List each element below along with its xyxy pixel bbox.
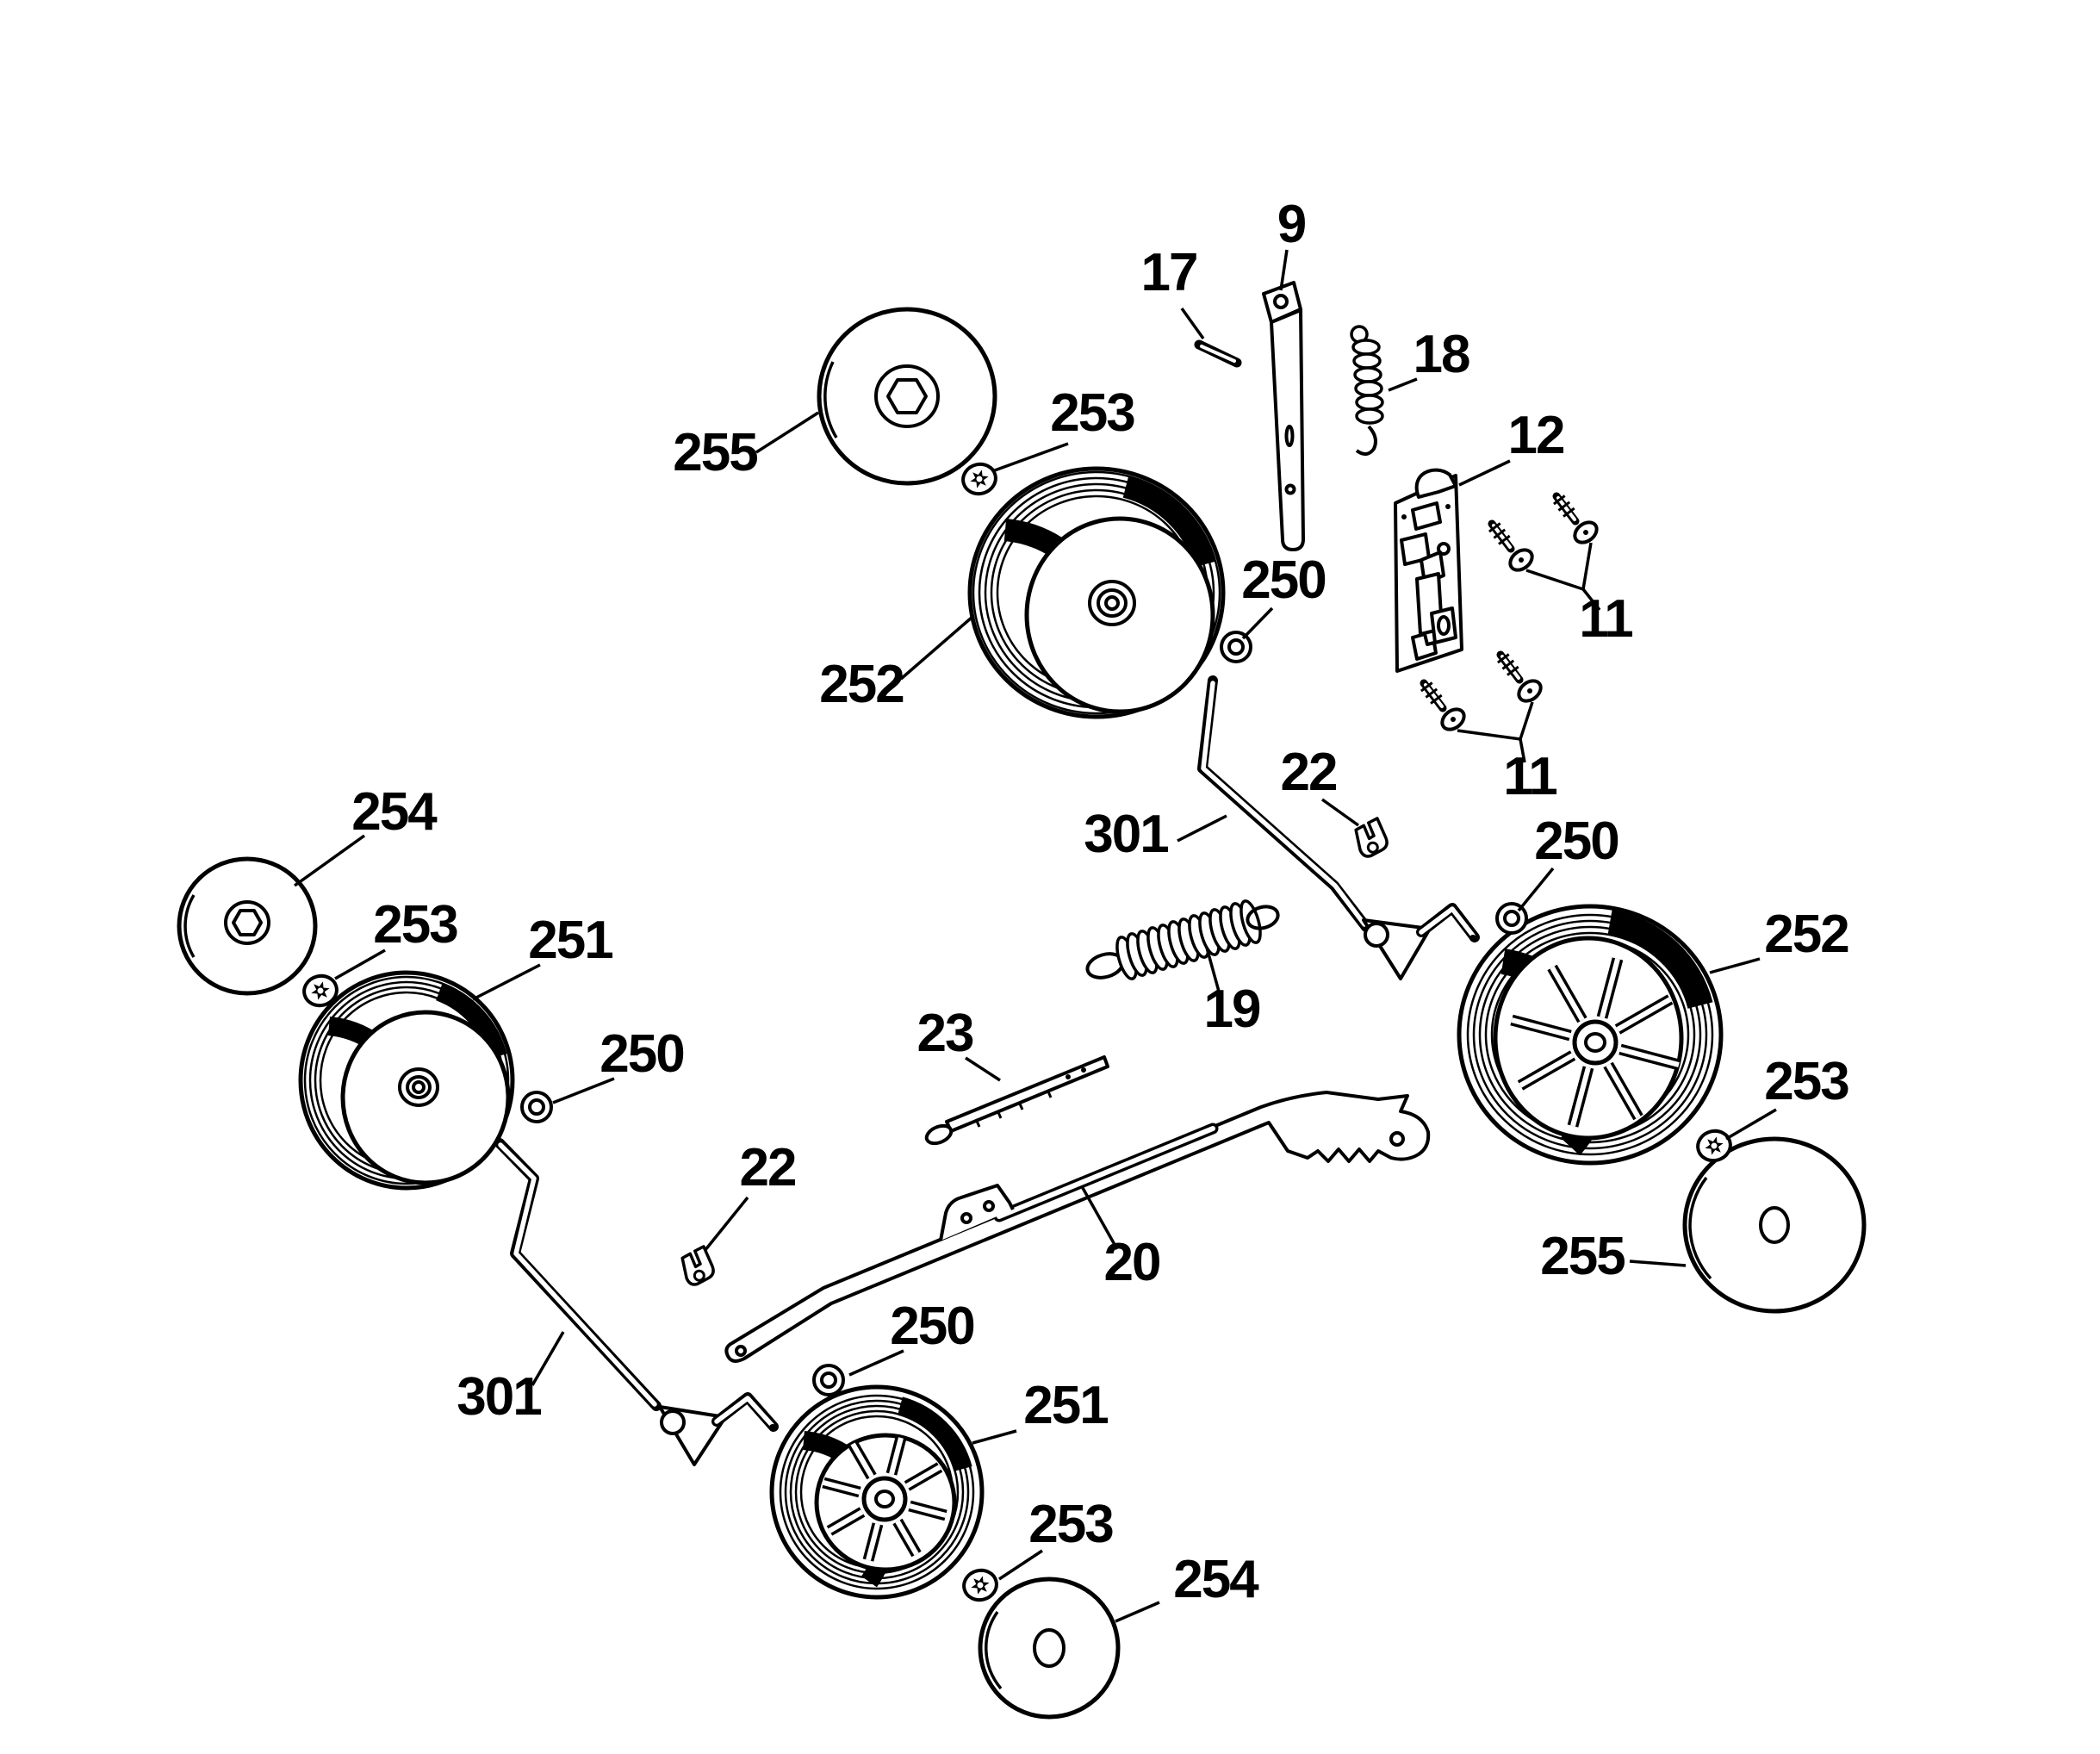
pin-17 — [1194, 339, 1242, 368]
callout-11-bottom: 11 — [1503, 747, 1556, 806]
callout-251-bottom: 251 — [1023, 1376, 1108, 1435]
wheel-252-right — [1457, 904, 1724, 1166]
screw-11-a — [1489, 524, 1536, 575]
callout-301-top: 301 — [1084, 805, 1168, 864]
callout-9: 9 — [1277, 195, 1306, 254]
callout-253-left: 253 — [373, 895, 457, 955]
callout-251-left: 251 — [528, 911, 612, 970]
extension-spring-19 — [1085, 899, 1280, 980]
callout-255-right: 255 — [1540, 1227, 1625, 1286]
screw-11-c — [1421, 683, 1468, 734]
axle-rod-301-top — [1197, 675, 1480, 980]
leader-lines — [293, 249, 1777, 1623]
callout-22-right: 22 — [1281, 743, 1337, 802]
washer-250-left — [520, 1091, 553, 1123]
callout-255-top: 255 — [673, 423, 757, 482]
callout-252-right: 252 — [1764, 905, 1848, 964]
index-bar-23 — [924, 1055, 1109, 1146]
cable-clip-22-left — [679, 1244, 718, 1288]
callout-253-top: 253 — [1050, 383, 1134, 443]
callout-250-left: 250 — [600, 1024, 683, 1084]
bracket-bar-9 — [1262, 281, 1305, 551]
callout-23: 23 — [917, 1004, 973, 1063]
spring-18 — [1350, 325, 1384, 456]
callout-254-left: 254 — [351, 782, 438, 842]
callout-250-bottom: 250 — [890, 1297, 973, 1356]
callout-254-bottom: 254 — [1173, 1550, 1259, 1609]
hubcap-255-top — [817, 307, 997, 486]
callout-250-top: 250 — [1241, 550, 1325, 610]
hubcap-254-left — [177, 856, 318, 996]
callout-253-right: 253 — [1764, 1052, 1848, 1111]
wheel-252-top — [967, 466, 1226, 719]
lever-arm-20 — [724, 1091, 1431, 1363]
washer-250-bottom — [812, 1364, 845, 1396]
cable-clip-22-right — [1352, 816, 1391, 860]
bracket-plate-12 — [1394, 468, 1463, 673]
callout-22-left: 22 — [740, 1138, 796, 1197]
callout-11-top: 11 — [1579, 589, 1632, 649]
callout-301-bottom: 301 — [457, 1367, 541, 1427]
spokes — [1510, 957, 1681, 1128]
screw-11-b — [1554, 496, 1600, 547]
callout-17: 17 — [1141, 243, 1197, 302]
callout-labels: 9 17 18 255 253 12 252 250 11 11 22 301 … — [351, 195, 1850, 1609]
lockwasher-253-top — [958, 458, 1001, 500]
hubcap-255-right — [1682, 1136, 1867, 1314]
callout-250-right: 250 — [1534, 812, 1618, 871]
callout-252-top: 252 — [819, 655, 903, 714]
callout-20: 20 — [1104, 1233, 1160, 1292]
axle-rod-301-bottom — [494, 1138, 779, 1466]
callout-18: 18 — [1413, 325, 1469, 384]
wheel-251-left — [298, 970, 515, 1191]
callout-12: 12 — [1508, 406, 1564, 465]
washer-250-top — [1220, 631, 1252, 663]
screw-11-d — [1498, 655, 1544, 706]
wheel-251-bottom — [769, 1384, 985, 1600]
spokes — [822, 1436, 947, 1562]
callout-19: 19 — [1204, 980, 1260, 1039]
hubcap-254-bottom — [978, 1577, 1121, 1720]
callout-253-bottom: 253 — [1028, 1495, 1113, 1554]
lockwasher-253-bottom — [959, 1564, 1002, 1606]
washer-250-right — [1495, 902, 1528, 935]
